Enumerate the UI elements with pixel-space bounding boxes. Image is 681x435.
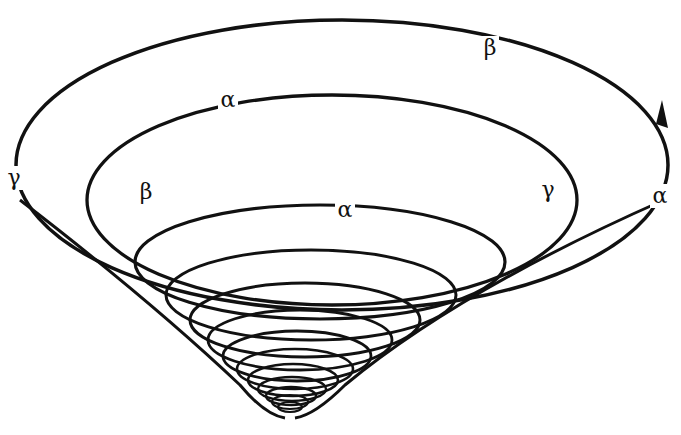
greek-letter-label: β — [481, 36, 500, 60]
greek-letter-label: γ — [4, 166, 23, 190]
greek-letter-label: β — [137, 180, 156, 204]
greek-letter-label: γ — [538, 178, 557, 202]
greek-letter-label: α — [218, 88, 239, 112]
greek-letter-label: α — [335, 198, 356, 222]
greek-letter-label: α — [650, 184, 671, 208]
